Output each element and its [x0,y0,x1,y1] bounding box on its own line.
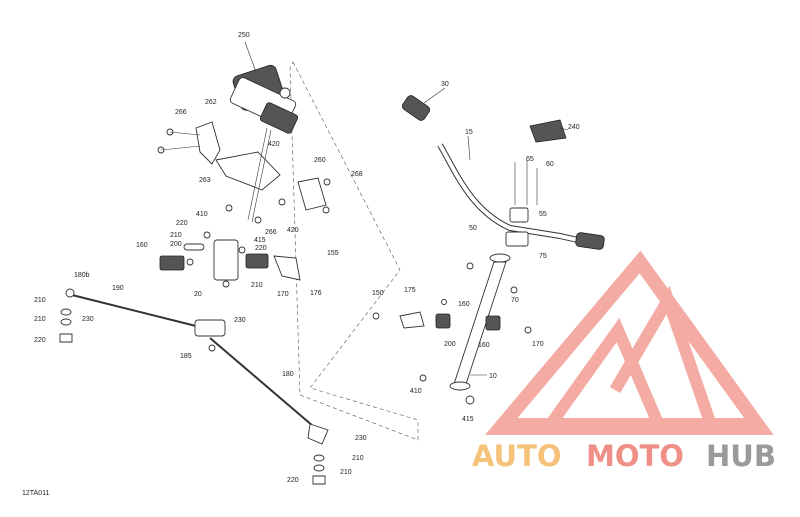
callout-150: 150 [372,290,384,297]
callout-210: 210 [170,232,182,239]
callout-180b: 180b [74,272,90,279]
callout-labels: 250 266 262 420 260 268 263 410 420 220 … [34,32,580,484]
callout-60: 60 [546,161,554,168]
watermark-word-auto: AUTO [472,439,562,473]
callout-210: 210 [34,316,46,323]
callout-230: 230 [234,317,246,324]
callout-190: 190 [112,285,124,292]
callout-75: 75 [539,253,547,260]
callout-230: 230 [355,435,367,442]
support-bracket-263 [215,151,331,214]
callout-180: 180 [282,371,294,378]
diagram-code: 12TA011 [22,490,49,497]
callout-266: 266 [175,109,187,116]
callout-176: 176 [310,290,322,297]
assembly-boundary [289,61,419,441]
callout-10: 10 [489,373,497,380]
callout-262: 262 [205,99,217,106]
callout-200: 200 [444,341,456,348]
callout-210: 210 [352,455,364,462]
tie-rod-right [209,337,329,485]
callout-160: 160 [136,242,148,249]
callout-210: 210 [340,469,352,476]
callout-210: 210 [34,297,46,304]
callout-155: 155 [327,250,339,257]
callout-200: 200 [170,241,182,248]
callout-170: 170 [532,341,544,348]
callout-240: 240 [568,124,580,131]
callout-20: 20 [194,291,202,298]
callout-230: 230 [82,316,94,323]
callout-415: 415 [462,416,474,423]
handlebar-clamps [372,299,532,334]
callout-210: 210 [251,282,263,289]
watermark-word-moto: MOTO [586,439,684,473]
callout-70: 70 [511,297,519,304]
callout-260: 260 [314,157,326,164]
callout-250: 250 [238,32,250,39]
callout-170: 170 [277,291,289,298]
callout-220: 220 [176,220,188,227]
callout-420: 420 [287,227,299,234]
callout-266: 266 [265,229,277,236]
callout-160: 160 [458,301,470,308]
tie-rod-left [59,288,205,343]
callout-185: 185 [180,353,192,360]
callout-220: 220 [255,245,267,252]
callout-50: 50 [469,225,477,232]
column-shaft [247,127,268,221]
callout-268: 268 [351,171,363,178]
watermark-word-hub: HUB [706,439,776,473]
callout-65: 65 [526,156,534,163]
tie-rod-center [194,319,226,352]
column-bracket-262 [157,121,221,165]
leader-250 [244,41,257,73]
handlebar-assembly [401,95,605,250]
handlebar-column-10 [419,253,518,405]
callout-15: 15 [465,129,473,136]
callout-415: 415 [254,237,266,244]
watermark-logo [484,250,774,435]
callout-410: 410 [196,211,208,218]
callout-410: 410 [410,388,422,395]
callout-55: 55 [539,211,547,218]
callout-160: 160 [478,342,490,349]
callout-420: 420 [268,141,280,148]
lower-column-assembly [159,231,301,288]
callout-220: 220 [287,477,299,484]
callout-263: 263 [199,177,211,184]
callout-175: 175 [404,287,416,294]
callout-30: 30 [441,81,449,88]
power-steering-motor [229,64,299,134]
callout-220: 220 [34,337,46,344]
